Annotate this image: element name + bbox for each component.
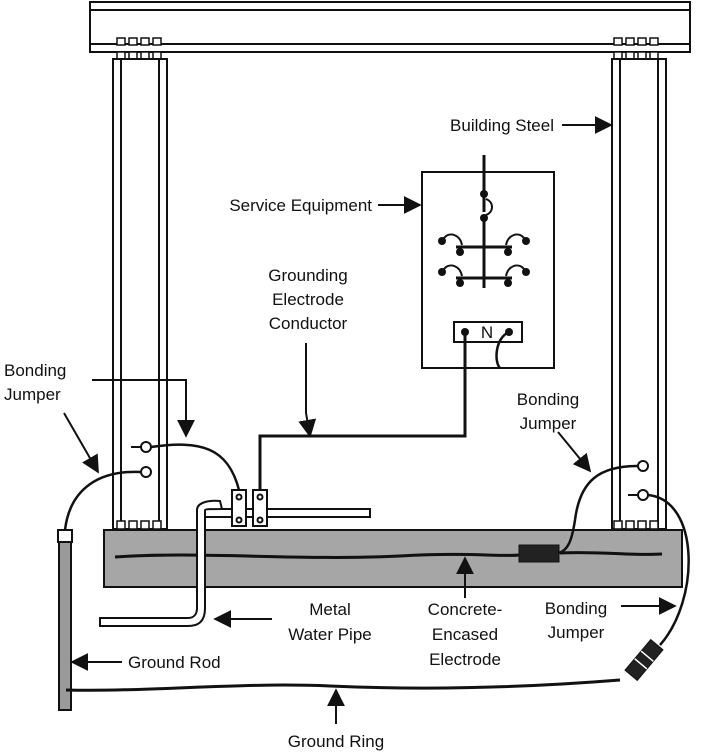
label-ground-rod: Ground Rod bbox=[128, 653, 221, 672]
concrete-footing bbox=[103, 529, 683, 588]
label-gec-line2: Electrode bbox=[272, 290, 344, 309]
label-building-steel: Building Steel bbox=[450, 116, 554, 135]
label-gec-line1: Grounding bbox=[268, 266, 347, 285]
bonding-jumper-column-to-ring bbox=[647, 493, 690, 646]
callout-arrows bbox=[63, 116, 677, 724]
left-steel-column bbox=[112, 58, 168, 530]
label-bonding-jumper-right-upper-line2: Jumper bbox=[520, 414, 577, 433]
label-concrete-encased-electrode-line2: Encased bbox=[432, 625, 498, 644]
label-metal-water-pipe-line1: Metal bbox=[309, 600, 351, 619]
label-bonding-jumper-left-line2: Jumper bbox=[4, 385, 61, 404]
label-gec-line3: Conductor bbox=[269, 314, 348, 333]
beam-bolts-right bbox=[613, 37, 659, 60]
label-concrete-encased-electrode-line3: Electrode bbox=[429, 650, 501, 669]
bonding-jumper-column-to-rod bbox=[63, 470, 142, 531]
ground-rod bbox=[57, 529, 73, 711]
bonding-jumper-column-to-pipe bbox=[150, 443, 241, 491]
rebar-clamp bbox=[518, 544, 560, 563]
neutral-bar-label: N bbox=[481, 323, 493, 342]
bonding-jumper-column-to-rebar bbox=[557, 464, 639, 555]
beam-bolts-left bbox=[116, 37, 162, 60]
label-metal-water-pipe-line2: Water Pipe bbox=[288, 625, 371, 644]
building-steel-beam bbox=[89, 1, 691, 53]
label-bonding-jumper-right-upper-line1: Bonding bbox=[517, 390, 579, 409]
label-bonding-jumper-left-line1: Bonding bbox=[4, 361, 66, 380]
label-ground-ring: Ground Ring bbox=[288, 732, 384, 751]
concrete-encased-electrode-rebar bbox=[114, 551, 663, 559]
main-bonding-jumper bbox=[495, 330, 510, 369]
grounding-electrode-conductor bbox=[258, 332, 467, 490]
label-concrete-encased-electrode-line1: Concrete- bbox=[428, 600, 503, 619]
label-service-equipment: Service Equipment bbox=[229, 196, 372, 215]
right-steel-column bbox=[611, 58, 667, 530]
ground-ring bbox=[65, 678, 621, 692]
ground-ring-connector bbox=[624, 638, 664, 682]
label-bonding-jumper-right-lower-line2: Jumper bbox=[548, 623, 605, 642]
label-bonding-jumper-right-lower-line1: Bonding bbox=[545, 599, 607, 618]
